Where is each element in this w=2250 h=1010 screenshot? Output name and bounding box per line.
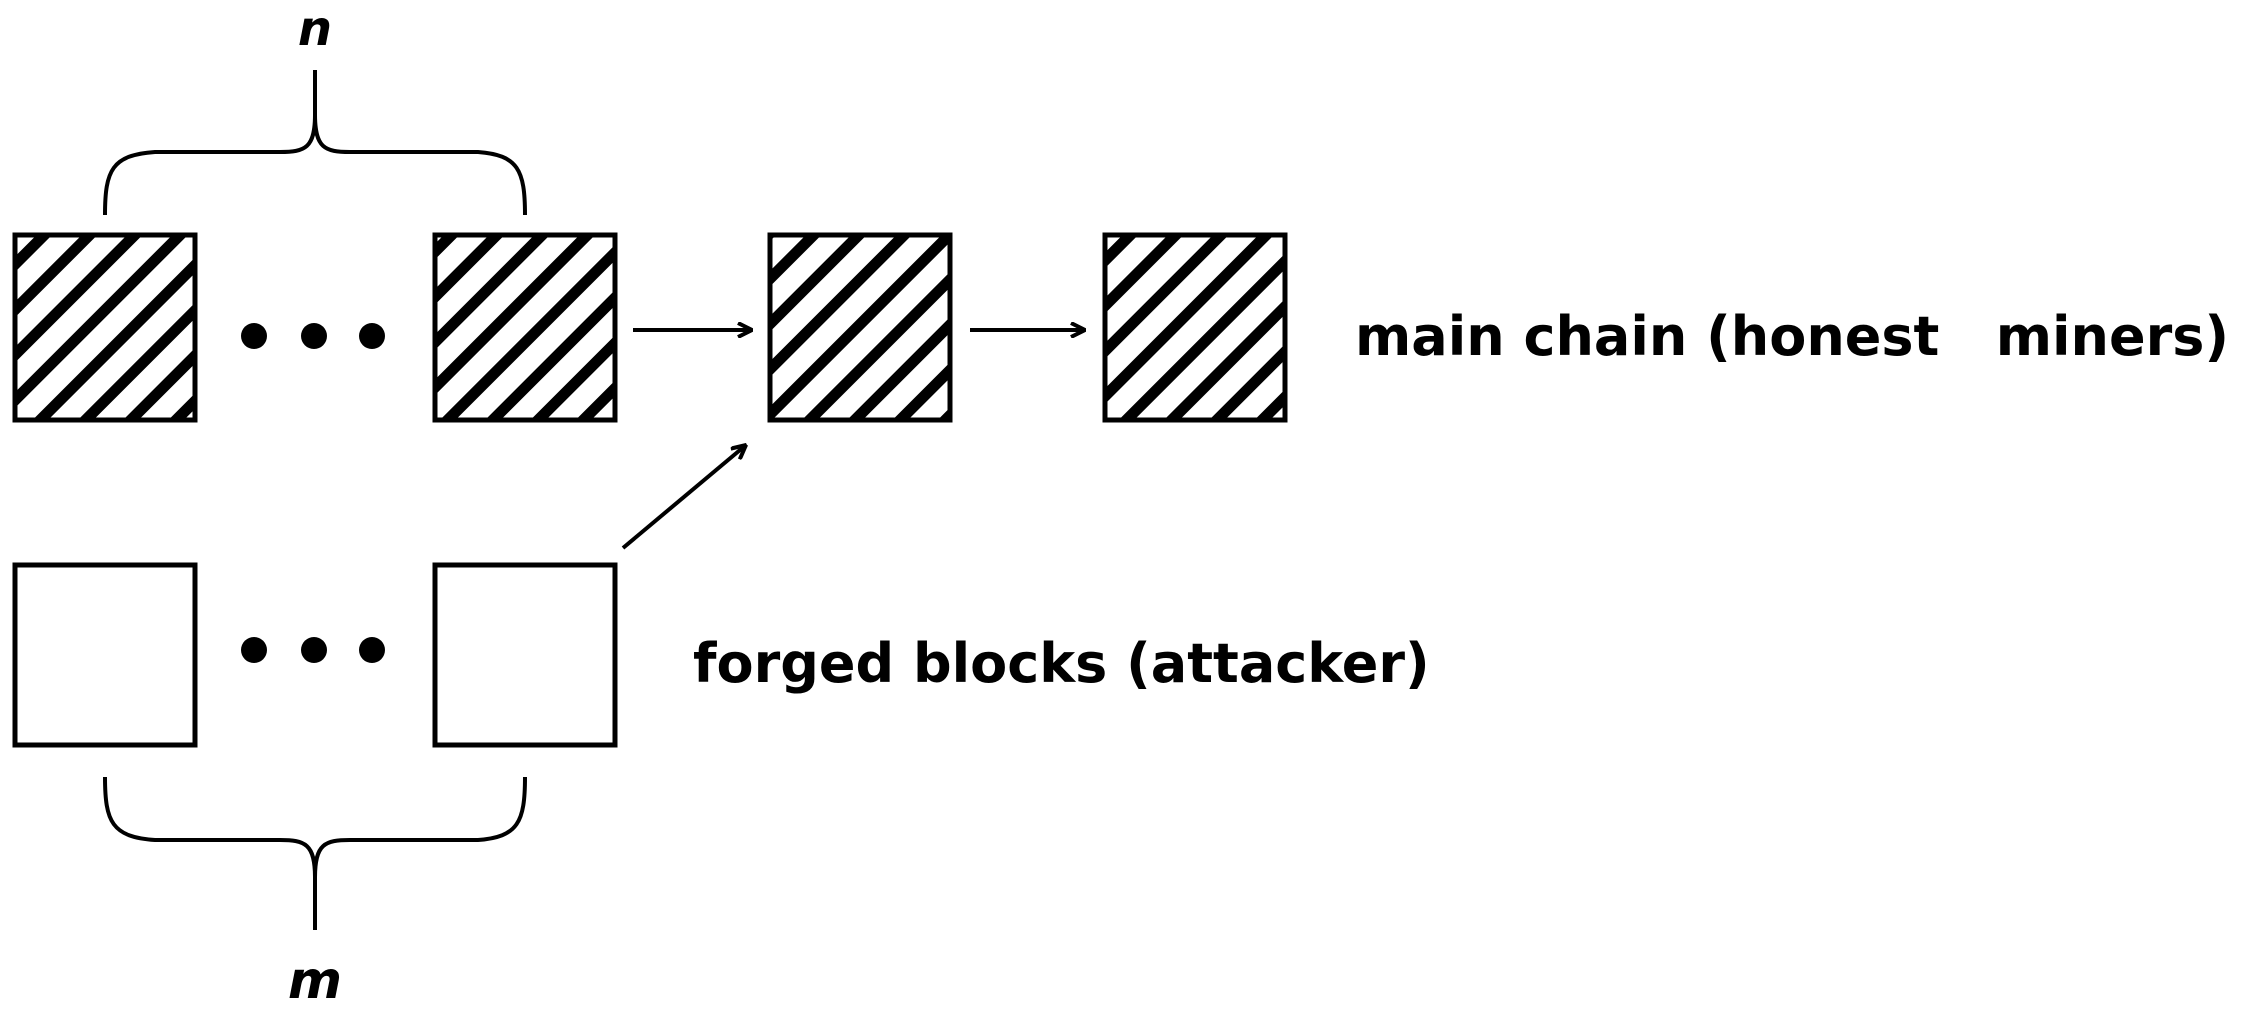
forged-block-1 [12,562,198,748]
main-block-next [767,232,953,423]
main-block-last [1102,232,1288,423]
n-label: n [298,1,332,57]
main-block-1 [12,232,198,423]
bottom-ellipsis [241,637,385,663]
top-ellipsis [241,323,385,349]
main-chain-label: main chain (honest miners) [1355,305,2229,368]
arrow-forged-to-main [621,445,746,550]
main-block-n [432,232,618,423]
forged-blocks-label: forged blocks (attacker) [693,632,1430,695]
m-label: m [288,951,342,1010]
forged-block-m [432,562,618,748]
top-brace [103,114,527,216]
bottom-brace [103,776,527,878]
